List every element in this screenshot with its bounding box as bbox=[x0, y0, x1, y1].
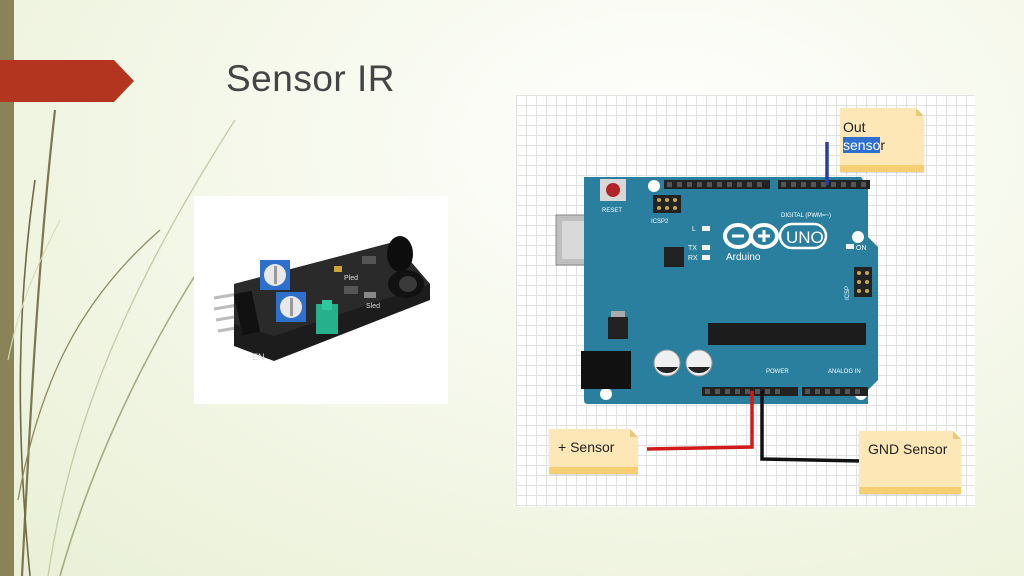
analog-label: ANALOG IN bbox=[828, 369, 861, 375]
note-out-selected-text: senso bbox=[843, 137, 881, 153]
title-arrow-banner bbox=[0, 60, 134, 102]
ir-sensor-module-icon: EN Pled Sled bbox=[213, 236, 430, 362]
led-on-label: ON bbox=[856, 245, 867, 252]
icsp-label: ICSP bbox=[845, 286, 851, 300]
board-brand-label: Arduino bbox=[726, 252, 761, 263]
circuit-drawing: RESET ICSP2 DIGITAL (PWM=~) L TX RX bbox=[555, 142, 878, 463]
gnd-wire bbox=[760, 391, 862, 463]
digital-label: DIGITAL (PWM=~) bbox=[781, 213, 831, 219]
slide-title: Sensor IR bbox=[226, 58, 396, 99]
pcb-label-pled: Pled bbox=[344, 275, 358, 282]
pcb-label-sled: Sled bbox=[366, 303, 380, 310]
note-out-sensor: Out sensor bbox=[840, 108, 924, 172]
led-tx-label: TX bbox=[688, 245, 697, 252]
note-gnd-sensor: GND Sensor bbox=[859, 431, 961, 494]
led-rx-label: RX bbox=[688, 255, 698, 262]
led-l-label: L bbox=[692, 226, 696, 233]
reset-label: RESET bbox=[602, 208, 622, 214]
note-out-line1: Out bbox=[843, 119, 866, 135]
note-plus-sensor: + Sensor bbox=[549, 429, 638, 474]
plus-power-wire bbox=[646, 391, 754, 451]
reset-button-icon bbox=[606, 183, 620, 197]
note-plus-text: + Sensor bbox=[558, 439, 615, 455]
arduino-board bbox=[584, 177, 878, 404]
power-label: POWER bbox=[766, 369, 789, 375]
note-gnd-text: GND Sensor bbox=[868, 441, 948, 457]
pcb-label-en: EN bbox=[252, 352, 265, 362]
icsp2-label: ICSP2 bbox=[651, 219, 669, 225]
decorative-curves bbox=[7, 109, 236, 576]
left-accent-bar bbox=[0, 0, 14, 576]
arduino-infinity-logo-icon bbox=[723, 223, 779, 249]
ir-sensor-photo: EN Pled Sled bbox=[194, 196, 448, 404]
board-model-label: UNO bbox=[786, 228, 824, 247]
arduino-circuit-diagram: RESET ICSP2 DIGITAL (PWM=~) L TX RX bbox=[516, 95, 975, 507]
power-jack-icon bbox=[581, 351, 631, 389]
note-out-rest-text: r bbox=[880, 137, 886, 153]
